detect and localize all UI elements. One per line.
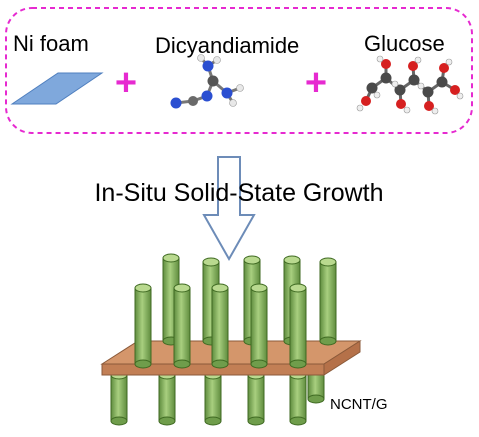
dicyandiamide-label: Dicyandiamide (155, 33, 299, 58)
upper-nanotube-5 (134, 283, 152, 369)
upper-nanotube-8 (250, 283, 268, 369)
product-label: NCNT/G (330, 396, 388, 413)
lower-nanotube-0 (110, 370, 128, 426)
ncnt-g-structure (100, 253, 362, 426)
dicyandiamide-molecule (170, 54, 244, 109)
lower-nanotube-3 (247, 370, 265, 426)
glucose-molecule (356, 55, 464, 115)
ni-foam-slab (10, 72, 104, 105)
lower-nanotube-4 (289, 370, 307, 426)
lower-nanotube-1 (158, 370, 176, 426)
tubes-above-substrate (134, 253, 337, 369)
reactant-box (5, 7, 473, 134)
upper-nanotube-7 (211, 283, 229, 369)
plus-sign-1: + (115, 62, 137, 104)
process-label: In-Situ Solid-State Growth (94, 179, 383, 207)
ni-foam-label: Ni foam (13, 31, 89, 56)
upper-nanotube-4 (319, 257, 337, 346)
plus-sign-2: + (305, 62, 327, 104)
lower-nanotube-2 (204, 370, 222, 426)
down-arrow (202, 156, 256, 262)
upper-nanotube-6 (173, 283, 191, 369)
glucose-label: Glucose (364, 31, 445, 56)
substrate-side (323, 340, 361, 376)
upper-nanotube-9 (289, 283, 307, 369)
